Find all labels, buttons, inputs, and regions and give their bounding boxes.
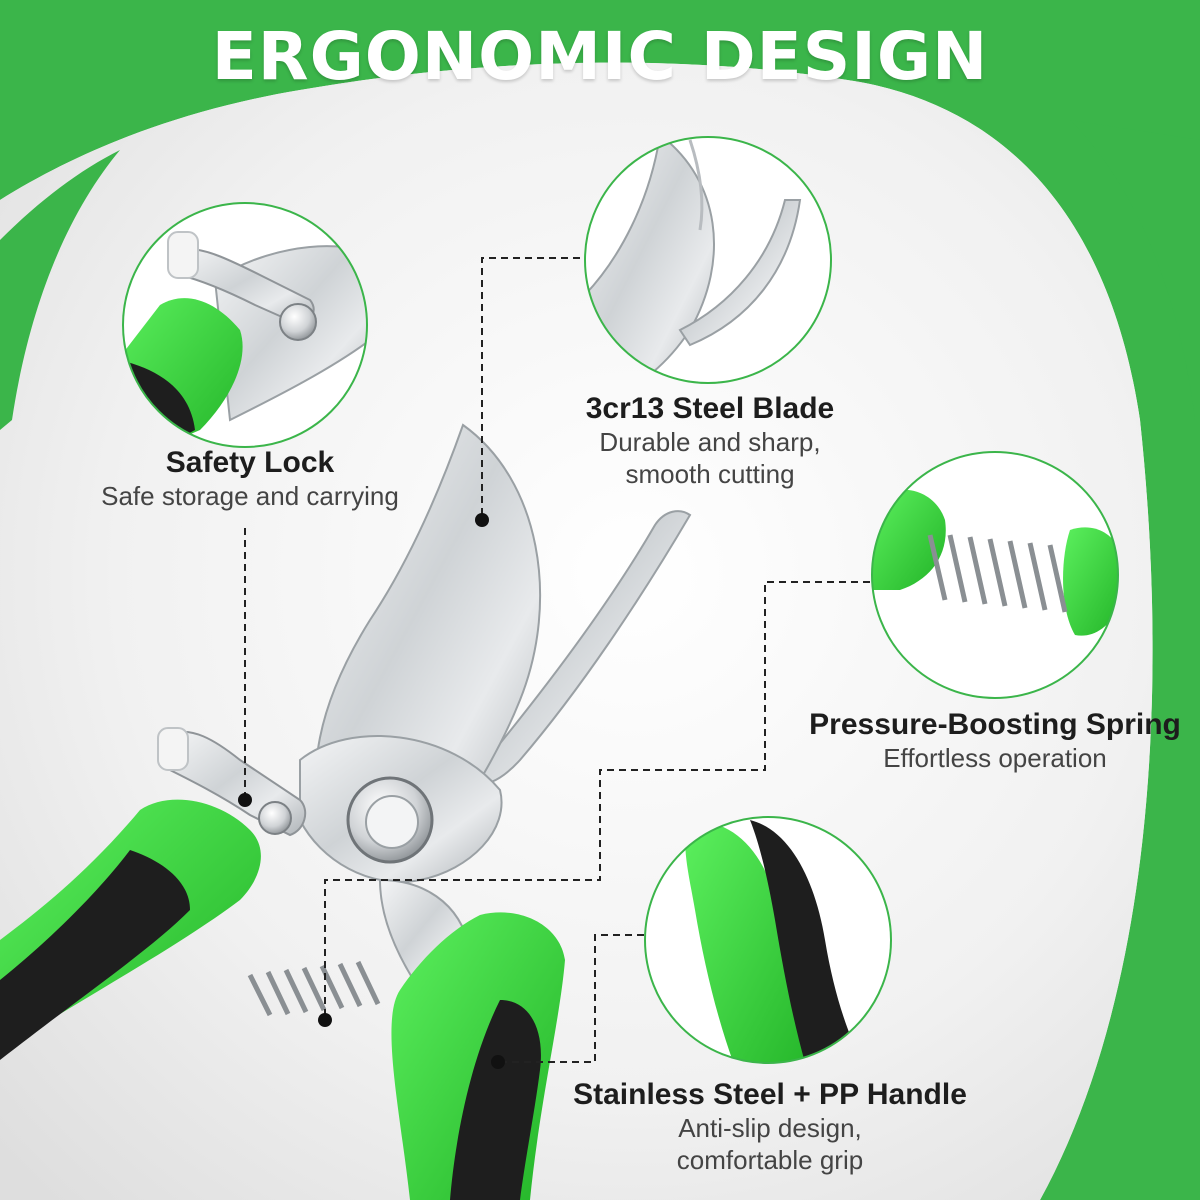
feature-safety-lock: Safety Lock Safe storage and carrying — [60, 446, 440, 512]
leader-lines — [244, 257, 870, 1063]
feature-description: comfortable grip — [676, 1145, 864, 1175]
feature-handle: Stainless Steel + PP Handle Anti-slip de… — [545, 1078, 995, 1176]
leader-blade — [481, 257, 580, 518]
feature-title: Stainless Steel + PP Handle — [573, 1078, 967, 1111]
handle-zoom-icon — [644, 816, 892, 1064]
page-title: ERGONOMIC DESIGN — [211, 18, 989, 95]
feature-steel-blade: 3cr13 Steel Blade Durable and sharp, smo… — [520, 392, 900, 490]
left-handle-grip — [0, 850, 190, 1060]
feature-title: 3cr13 Steel Blade — [585, 392, 835, 425]
feature-spring: Pressure-Boosting Spring Effortless oper… — [790, 708, 1200, 774]
spring — [247, 960, 381, 1017]
leader-spring — [324, 581, 870, 1018]
feature-title: Pressure-Boosting Spring — [809, 708, 1181, 741]
feature-description: Anti-slip design, — [678, 1113, 862, 1143]
pruning-shears-illustration — [0, 423, 692, 1200]
right-swoosh — [1070, 120, 1200, 420]
feature-description: Effortless operation — [883, 743, 1107, 773]
right-handle-grip — [450, 1000, 541, 1200]
left-swoosh — [0, 150, 120, 430]
blade-zoom-icon — [584, 136, 832, 384]
feature-description: smooth cutting — [625, 459, 795, 489]
leader-handle — [498, 934, 644, 1063]
feature-description: Durable and sharp, — [599, 427, 821, 457]
feature-title: Safety Lock — [165, 446, 335, 479]
feature-description: Safe storage and carrying — [101, 481, 399, 511]
leader-dots — [238, 513, 505, 1069]
spring-zoom-icon — [871, 451, 1119, 699]
